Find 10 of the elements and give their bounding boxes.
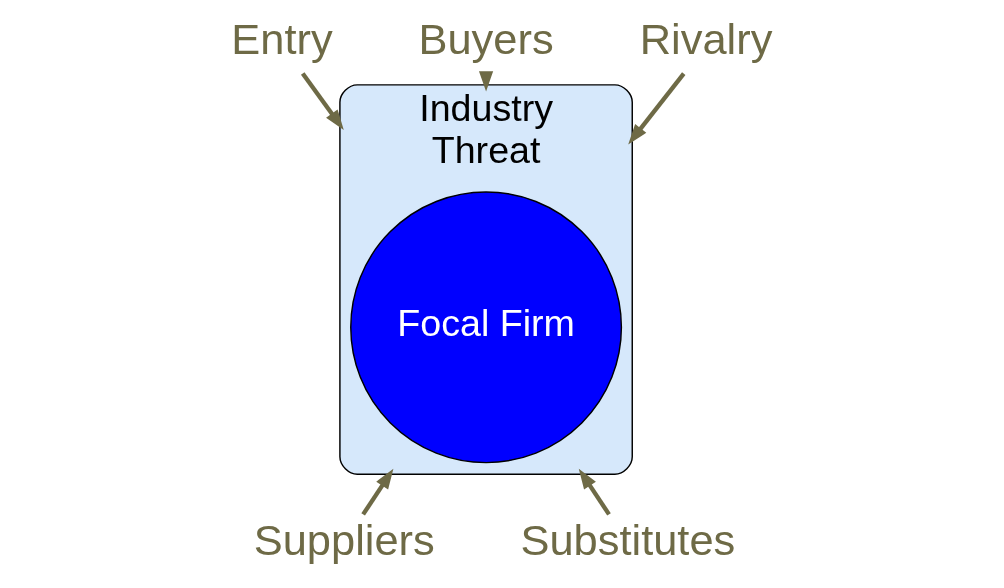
node-text: Buyers xyxy=(418,15,554,64)
node-text: Entry xyxy=(231,15,333,64)
node-text: Rivalry xyxy=(639,15,773,64)
arrow xyxy=(361,468,394,516)
arrow xyxy=(578,468,611,516)
arrow xyxy=(628,72,686,145)
node-circle: Focal Firm xyxy=(350,191,623,464)
arrow xyxy=(300,72,344,131)
node-text: Substitutes xyxy=(520,516,736,565)
node-text: Suppliers xyxy=(253,516,435,565)
